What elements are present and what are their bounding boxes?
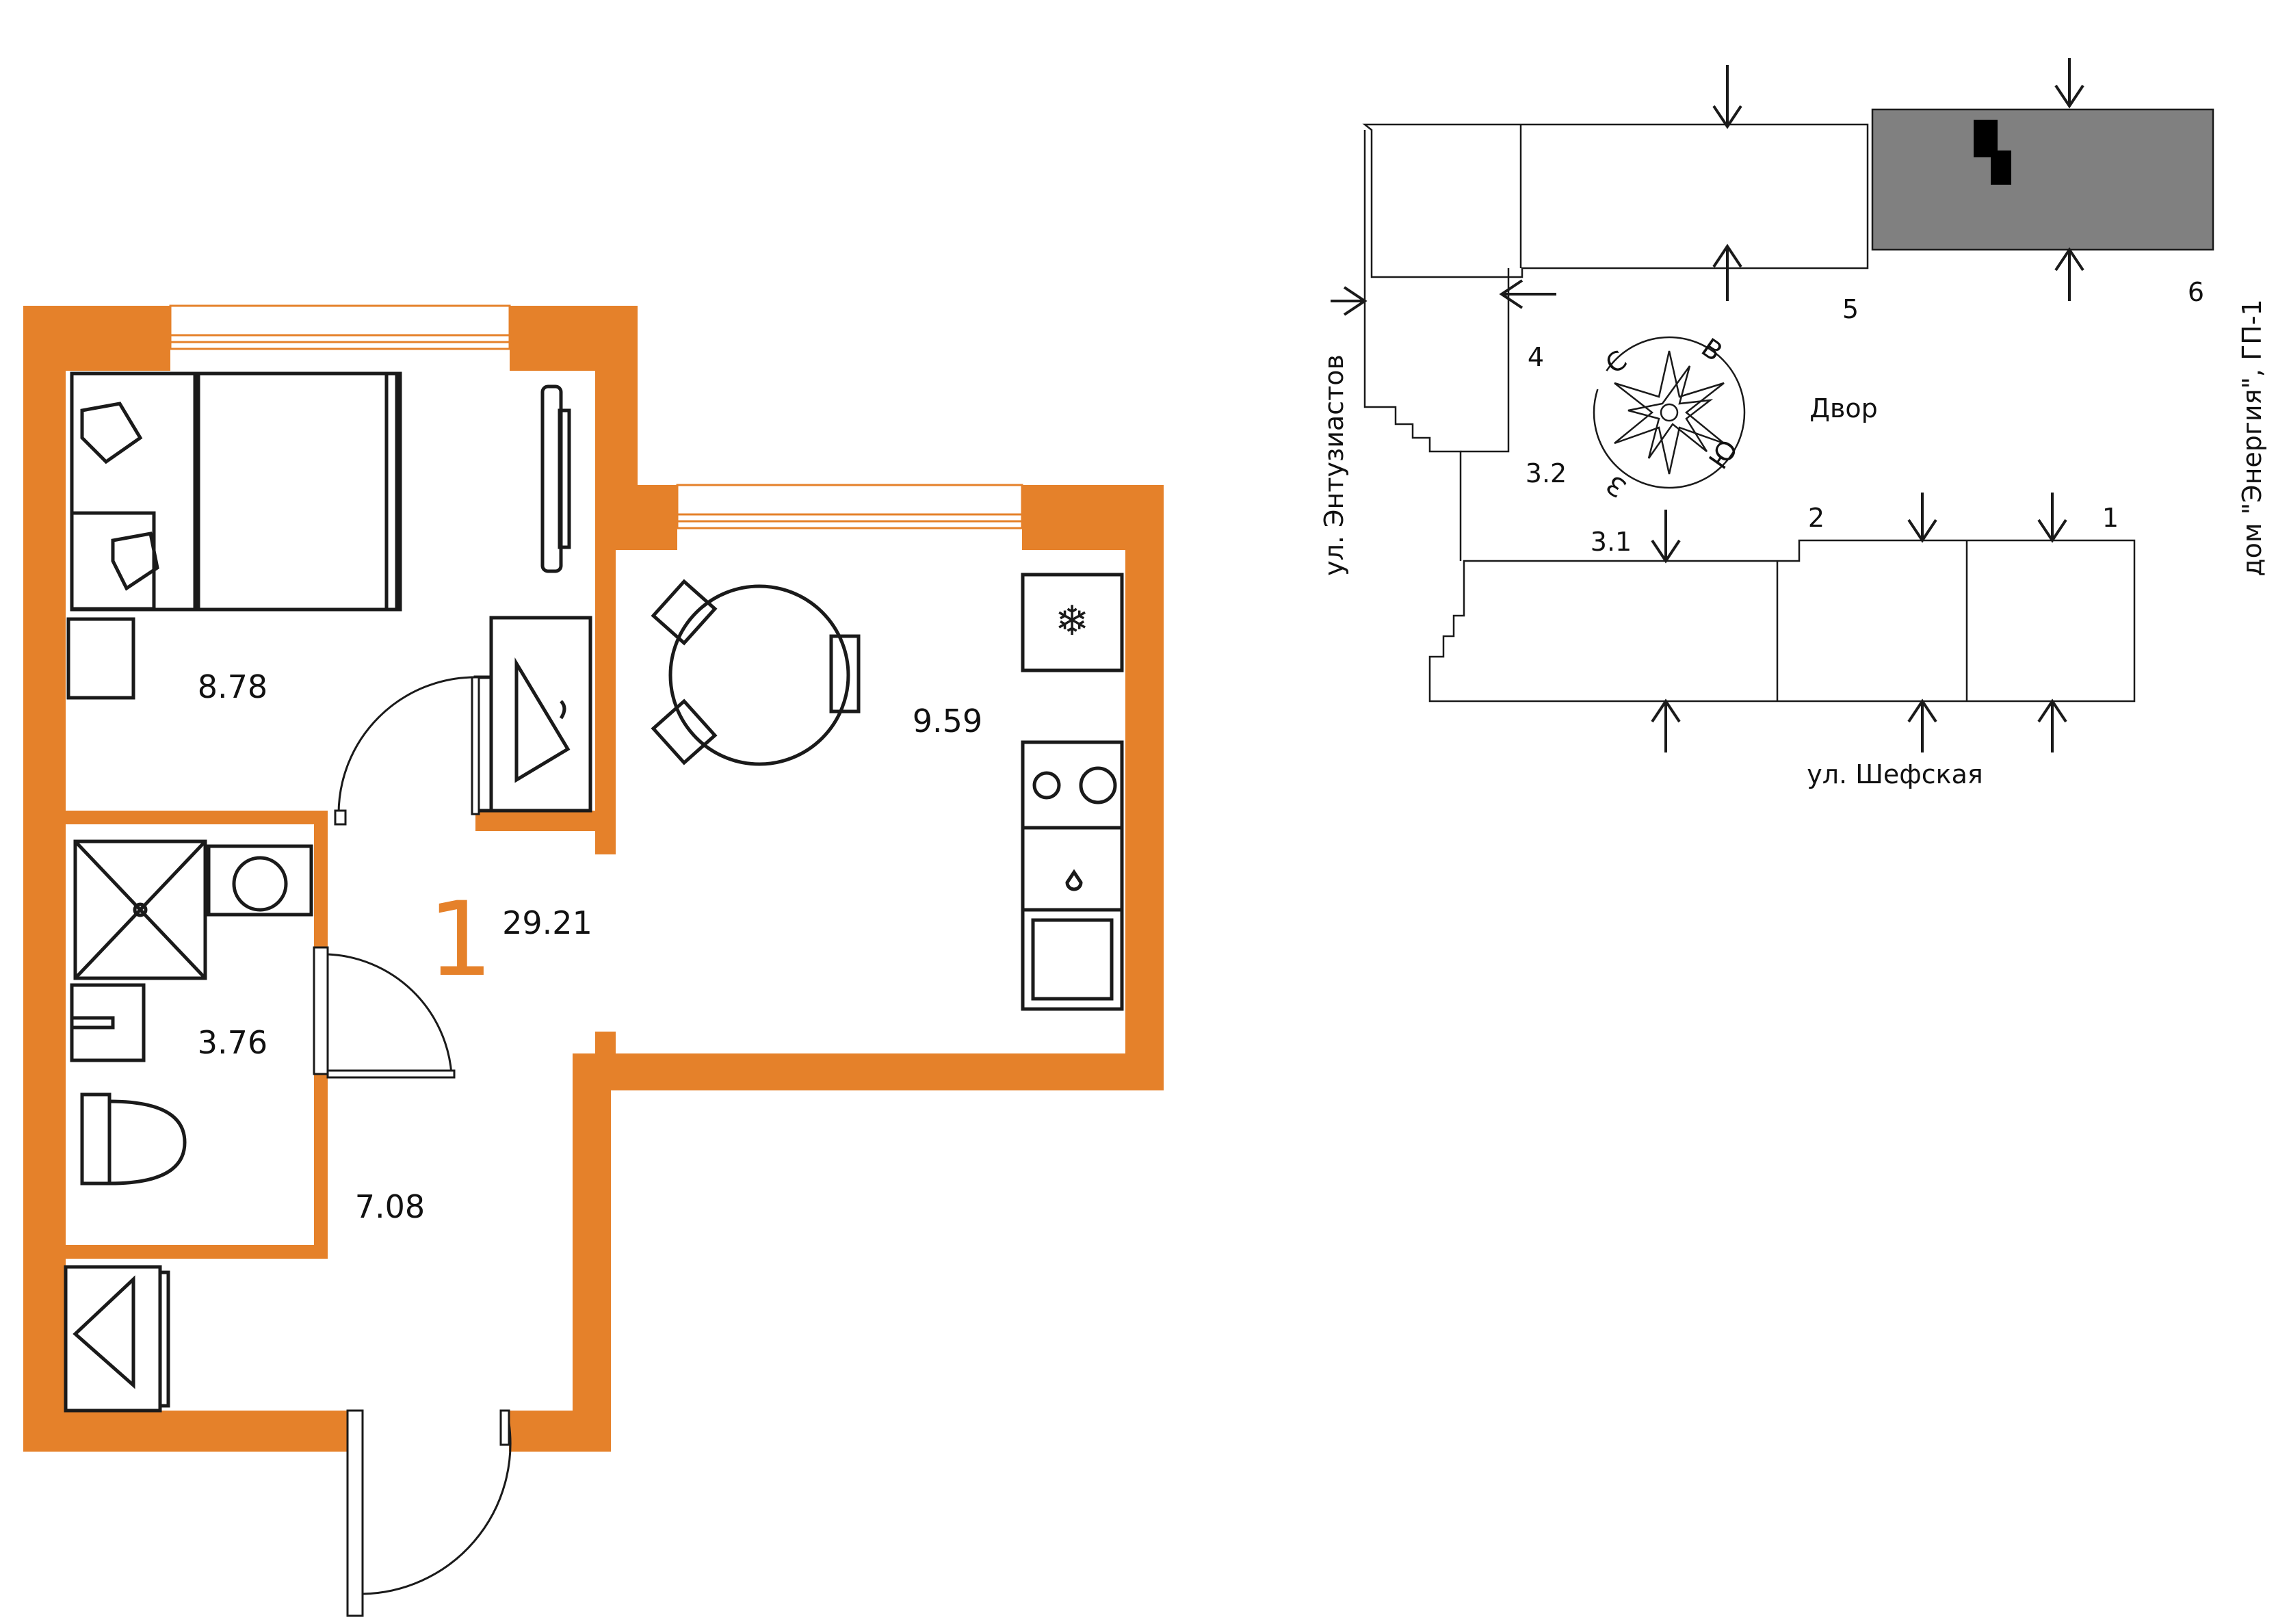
furniture: ❄: [64, 371, 1124, 1413]
hall-wardrobe-icon: [64, 1265, 170, 1413]
site-map: [1331, 58, 2214, 752]
area-labels: 8.78 9.59 3.76 7.08 1 29.21: [198, 668, 982, 1225]
window-kitchen: [676, 484, 1023, 529]
site-map-labels: Двор ул. Шефская ул. Энтузиастов дом "Эн…: [1319, 277, 2267, 789]
label-neighbor-building: дом "Энергия", ГП-1: [2237, 299, 2267, 576]
label-street-bottom: ул. Шефская: [1807, 759, 1983, 789]
area-bathroom: 3.76: [198, 1024, 267, 1061]
area-living: 8.78: [198, 668, 267, 705]
dining-table-icon: [651, 579, 861, 766]
sink-icon: [70, 983, 146, 1062]
label-street-left: ул. Энтузиастов: [1319, 354, 1349, 576]
fridge-icon: ❄: [1021, 573, 1124, 672]
neighbor-marker: [1974, 120, 2011, 185]
wardrobe-icon: [473, 616, 592, 813]
apartment-walls: [23, 306, 1164, 1452]
building-top: [1362, 123, 1869, 278]
section-6: 6: [2188, 277, 2204, 307]
section-2: 2: [1808, 503, 1824, 533]
kitchen-cabinet-icon: [1021, 826, 1124, 1011]
doors: [313, 676, 512, 1617]
area-kitchen: 9.59: [913, 703, 982, 739]
door-bath: [313, 946, 456, 1079]
bed-icon: [70, 371, 402, 612]
area-total: 29.21: [502, 904, 592, 941]
window-living: [169, 304, 511, 350]
section-3-2: 3.2: [1526, 458, 1567, 488]
toilet-icon: [80, 1092, 187, 1186]
tv-icon: [540, 384, 571, 573]
nightstand-icon: [66, 617, 135, 700]
section-1: 1: [2102, 503, 2119, 533]
building-bottom: [1428, 539, 2136, 703]
entrance-arrows: [1331, 58, 2084, 752]
section-3-1: 3.1: [1591, 527, 1632, 557]
label-yard: Двор: [1809, 393, 1877, 423]
building-left: [1363, 130, 1462, 561]
washing-machine-icon: [207, 844, 313, 917]
shower-icon: [73, 839, 207, 980]
svg-text:❄: ❄: [1055, 597, 1089, 645]
flat-number: 1: [428, 880, 493, 999]
neighbor-building: [1871, 108, 2214, 251]
door-living: [334, 676, 480, 826]
compass-icon: [1593, 336, 1746, 489]
section-5: 5: [1842, 294, 1859, 324]
compass-east: В: [1696, 332, 1728, 367]
section-4: 4: [1528, 342, 1544, 372]
area-hall: 7.08: [355, 1188, 425, 1225]
door-entry: [346, 1409, 512, 1617]
compass-south: Ю: [1703, 434, 1744, 475]
